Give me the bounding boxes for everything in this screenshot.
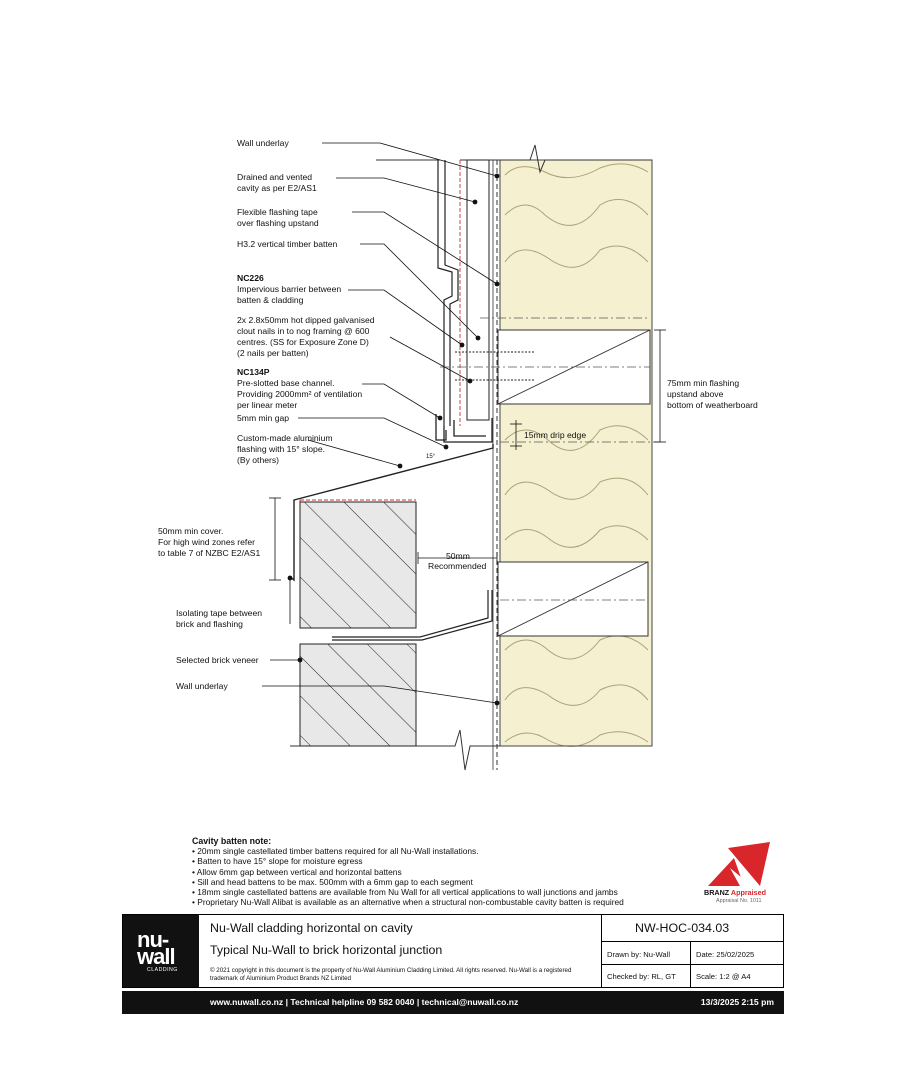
section-drawing: Wall underlay Drained and vented cavity … [158, 138, 758, 771]
label-min-cover-1: 50mm min cover. [158, 526, 223, 536]
label-isolating-tape-2: brick and flashing [176, 619, 243, 629]
dim-recommended [417, 552, 498, 564]
label-wall-underlay-top: Wall underlay [237, 138, 289, 148]
notes-title: Cavity batten note: [192, 836, 272, 846]
label-cavity-1: Drained and vented [237, 172, 312, 182]
label-recommended-1: 50mm [446, 551, 470, 561]
leader-dots [287, 173, 500, 706]
note-item: Batten to have 15° slope for moisture eg… [192, 856, 712, 866]
label-nc226-code: NC226 [237, 273, 264, 283]
footer-timestamp: 13/3/2025 2:15 pm [700, 997, 774, 1007]
branz-prefix: BRANZ [704, 888, 730, 897]
label-alu-flashing-3: (By others) [237, 455, 279, 465]
label-nails-3: centres. (SS for Exposure Zone D) [237, 337, 369, 347]
label-wall-underlay-bottom: Wall underlay [176, 681, 228, 691]
label-nc134p-1: Pre-slotted base channel. [237, 378, 334, 388]
notes-list: 20mm single castellated timber battens r… [192, 846, 712, 907]
nails [455, 351, 535, 381]
checked-by: Checked by: RL, GT [607, 972, 676, 981]
drawn-by: Drawn by: Nu-Wall [607, 950, 671, 959]
label-brick-veneer: Selected brick veneer [176, 655, 259, 665]
brick-upper [299, 501, 417, 629]
label-drip-edge: 15mm drip edge [524, 430, 586, 440]
label-upstand-1: 75mm min flashing [667, 378, 739, 388]
title-block: nu- wall CLADDING Nu-Wall cladding horiz… [122, 914, 784, 988]
dim-upstand [654, 329, 666, 443]
timber-batten [466, 159, 490, 421]
label-timber-batten: H3.2 vertical timber batten [237, 239, 338, 249]
label-recommended-2: Recommended [428, 561, 486, 571]
drawing-title: Nu-Wall cladding horizontal on cavity [210, 921, 413, 935]
label-nc134p-3: per linear meter [237, 400, 297, 410]
label-nails-1: 2x 2.8x50mm hot dipped galvanised [237, 315, 375, 325]
date: Date: 25/02/2025 [696, 950, 755, 959]
note-item: Sill and head battens to be max. 500mm w… [192, 877, 712, 887]
note-item: 20mm single castellated timber battens r… [192, 846, 712, 856]
note-item: 18mm single castellated battens are avai… [192, 887, 712, 897]
branz-logo-icon [708, 842, 770, 886]
label-alu-flashing-2: flashing with 15° slope. [237, 444, 325, 454]
footer-contact: www.nuwall.co.nz | Technical helpline 09… [210, 997, 519, 1007]
base-channel [435, 414, 493, 443]
branz-label: BRANZ Appraised [704, 888, 766, 897]
copyright: © 2021 copyright in this document is the… [210, 967, 572, 982]
logo-sub: CLADDING [147, 967, 178, 973]
lower-flashing [332, 590, 493, 641]
note-item: Proprietary Nu-Wall Alibat is available … [192, 897, 712, 907]
label-upstand-3: bottom of weatherboard [667, 400, 758, 410]
framing-nog-lower [497, 561, 649, 637]
dim-cover [269, 497, 281, 581]
label-nc226-2: batten & cladding [237, 295, 304, 305]
label-upstand-2: upstand above [667, 389, 724, 399]
drawing-number: NW-HOC-034.03 [635, 921, 730, 935]
label-angle: 15° [426, 454, 436, 460]
footer-bar: www.nuwall.co.nz | Technical helpline 09… [122, 991, 784, 1014]
cavity-batten-notes: Cavity batten note: 20mm single castella… [192, 836, 712, 907]
aluminium-flashing [288, 444, 494, 582]
label-alu-flashing-1: Custom-made aluminium [237, 433, 333, 443]
insulation [499, 159, 653, 747]
label-nc134p-2: Providing 2000mm² of ventilation [237, 389, 362, 399]
label-min-cover-3: to table 7 of NZBC E2/AS1 [158, 548, 260, 558]
label-nc134p-code: NC134P [237, 367, 270, 377]
nu-wall-logo: nu- wall CLADDING [123, 915, 199, 987]
framing-nog-upper [497, 329, 651, 405]
label-flashing-tape-1: Flexible flashing tape [237, 207, 318, 217]
label-gap: 5mm min gap [237, 413, 289, 423]
label-nc226-1: Impervious barrier between [237, 284, 341, 294]
label-nails-2: clout nails in to nog framing @ 600 [237, 326, 370, 336]
cladding-profile [437, 160, 461, 426]
leader-lines [262, 142, 498, 704]
branz-word: Appraised [730, 888, 767, 897]
scale: Scale: 1:2 @ A4 [696, 972, 751, 981]
drawing-subtitle: Typical Nu-Wall to brick horizontal junc… [210, 943, 443, 957]
label-flashing-tape-2: over flashing upstand [237, 218, 319, 228]
label-min-cover-2: For high wind zones refer [158, 537, 255, 547]
label-nails-4: (2 nails per batten) [237, 348, 309, 358]
note-item: Allow 6mm gap between vertical and horiz… [192, 867, 712, 877]
break-line-bottom [290, 729, 500, 771]
label-cavity-2: cavity as per E2/AS1 [237, 183, 317, 193]
logo-line1: nu- [137, 927, 169, 952]
branz-sub: Appraisal No. 1011 [716, 898, 762, 904]
dim-drip-edge [510, 420, 522, 450]
break-line-top [376, 144, 652, 174]
logo-line2: wall [137, 944, 176, 969]
brick-lower [299, 643, 417, 747]
label-isolating-tape-1: Isolating tape between [176, 608, 262, 618]
